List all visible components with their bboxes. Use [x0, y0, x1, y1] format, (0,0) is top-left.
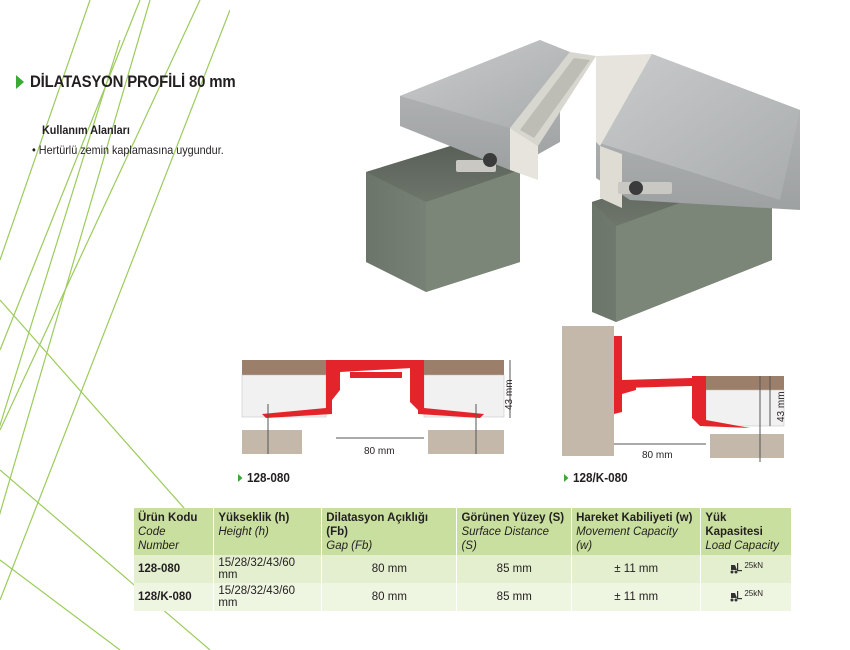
cell-gap: 80 mm — [321, 583, 458, 611]
section-code: 128-080 — [247, 470, 290, 485]
cell-height: 15/28/32/43/60 mm — [213, 555, 323, 583]
cell-gap: 80 mm — [321, 555, 458, 583]
table-row: 128-080 15/28/32/43/60 mm 80 mm 85 mm ± … — [134, 555, 792, 583]
header-height: Yükseklik (h)Height (h) — [213, 508, 323, 555]
section-label-128-K-080: 128/K-080 — [564, 470, 628, 485]
cell-code: 128-080 — [134, 555, 215, 583]
table-row: 128/K-080 15/28/32/43/60 mm 80 mm 85 mm … — [134, 583, 792, 611]
section-label-128-080: 128-080 — [238, 470, 290, 485]
header-surface: Görünen Yüzey (S)Surface Distance (S) — [456, 508, 573, 555]
page-title: DİLATASYON PROFİLİ 80 mm — [30, 72, 236, 91]
usage-item-text: Hertürlü zemin kaplamasına uygundur. — [38, 143, 224, 157]
section-code: 128/K-080 — [573, 470, 628, 485]
gap-dimension-label: 80 mm — [642, 450, 673, 461]
header-movement: Hareket Kabiliyeti (w)Movement Capacity … — [571, 508, 702, 555]
usage-heading: Kullanım Alanları — [42, 123, 130, 137]
height-dimension-label: 43 mm — [776, 391, 787, 422]
label-arrow-icon — [238, 473, 243, 482]
cell-load: 25kN — [700, 555, 792, 583]
forklift-icon — [730, 590, 743, 601]
cell-movement: ± 11 mm — [571, 583, 702, 611]
header-gap: Dilatasyon Açıklığı (Fb)Gap (Fb) — [321, 508, 458, 555]
load-value: 25kN — [744, 560, 763, 570]
cross-section-128-080: 80 mm 43 mm — [241, 360, 515, 457]
decorative-lines — [0, 0, 230, 650]
cell-load: 25kN — [700, 583, 792, 611]
usage-list-item: • Hertürlü zemin kaplamasına uygundur. — [32, 143, 224, 157]
forklift-icon — [730, 562, 743, 573]
product-3d-illustration — [366, 40, 800, 322]
cell-height: 15/28/32/43/60 mm — [213, 583, 323, 611]
page-heading: DİLATASYON PROFİLİ 80 mm — [16, 72, 264, 92]
cross-section-128-K-080: 80 mm 43 mm — [562, 326, 787, 462]
gap-dimension-label: 80 mm — [364, 446, 395, 457]
cell-movement: ± 11 mm — [571, 555, 702, 583]
cell-surface: 85 mm — [456, 555, 573, 583]
cell-code: 128/K-080 — [134, 583, 215, 611]
cell-surface: 85 mm — [456, 583, 573, 611]
title-arrow-icon — [16, 75, 24, 89]
height-dimension-label: 43 mm — [504, 379, 515, 410]
load-value: 25kN — [744, 588, 763, 598]
label-arrow-icon — [564, 473, 569, 482]
bullet-icon: • — [32, 143, 36, 157]
